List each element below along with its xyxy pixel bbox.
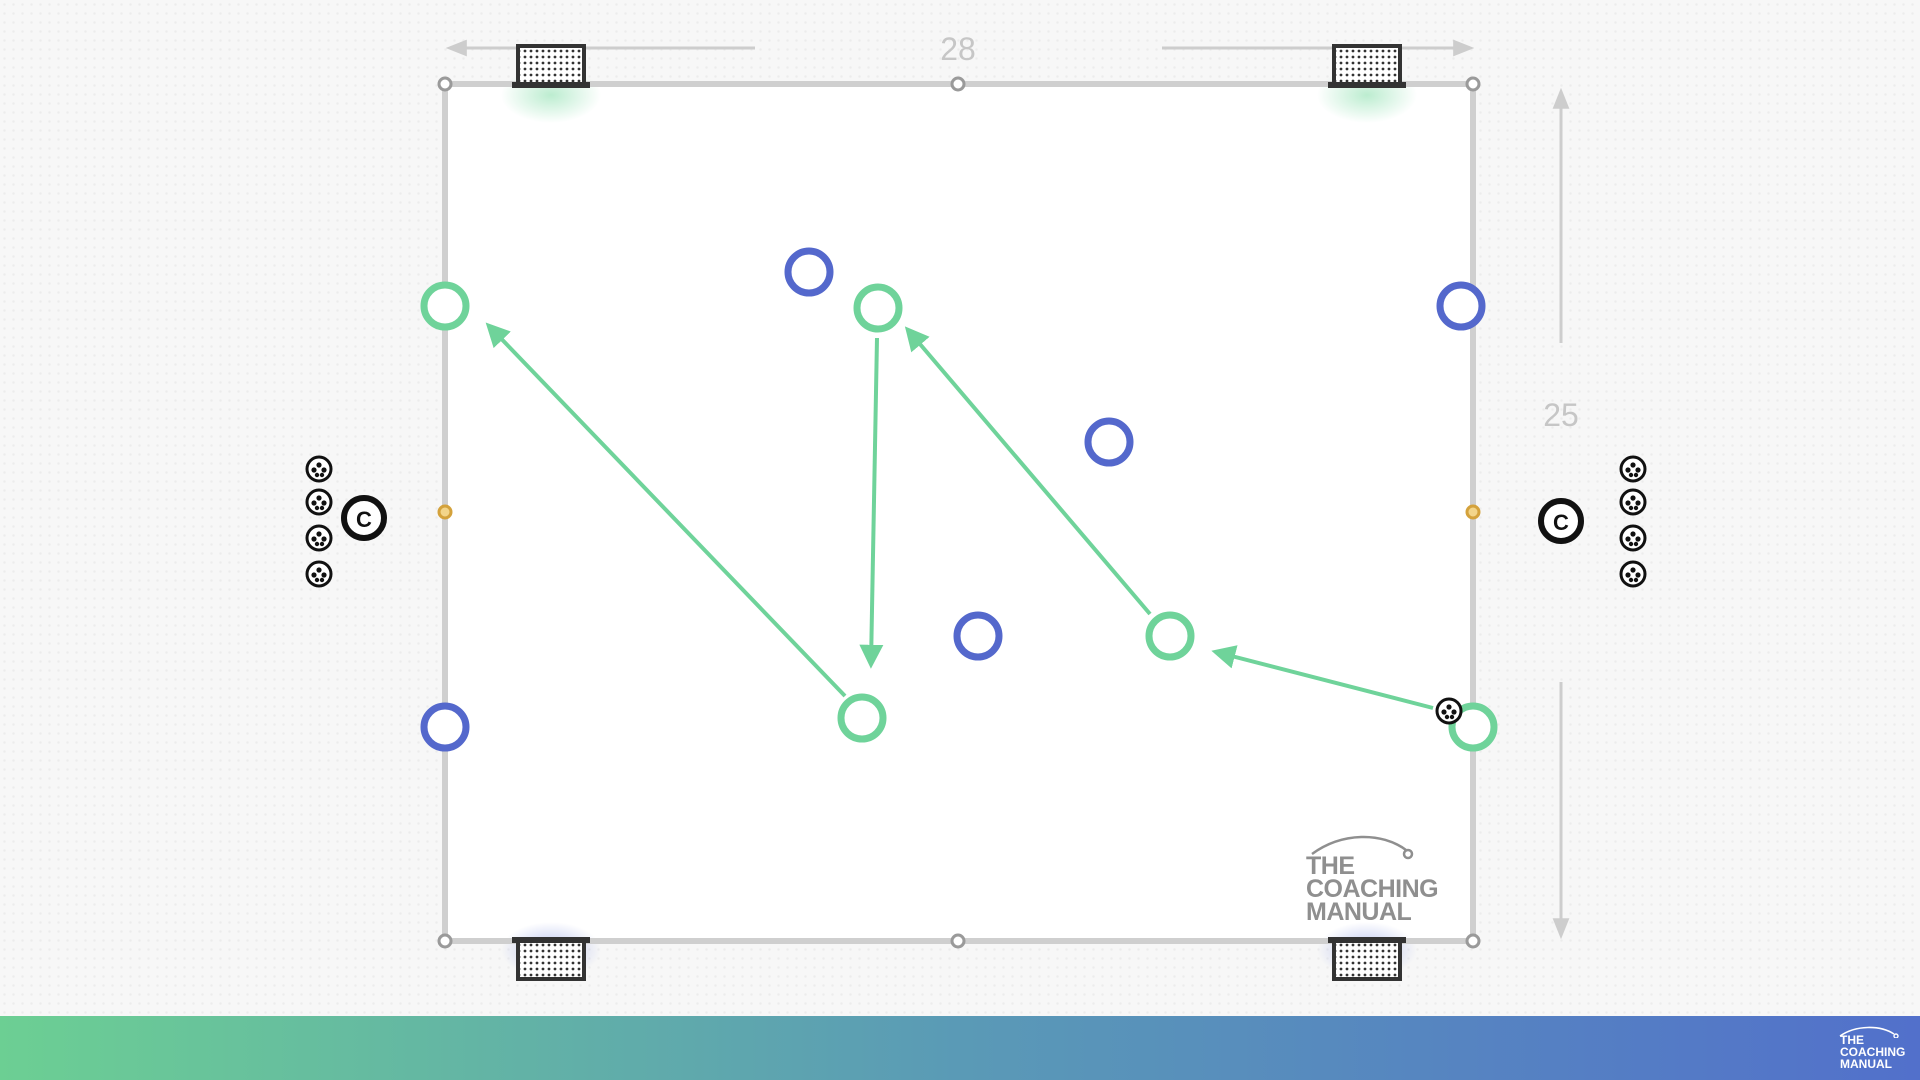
footer-logo-line-1: THE: [1840, 1033, 1864, 1047]
green-player: [420, 281, 470, 331]
pitch-canvas: 28 25: [305, 31, 1647, 981]
watermark-line-1: THE: [1306, 852, 1355, 880]
length-dimension-label: 25: [1543, 397, 1579, 433]
pass-arrow: [904, 326, 1152, 616]
corner-marker: [437, 76, 453, 92]
footer-logo-line-2: COACHING: [1840, 1045, 1906, 1059]
pass-arrow: [859, 337, 884, 669]
blue-player: [1436, 281, 1486, 331]
green-player: [837, 693, 887, 743]
coach-icon: C: [341, 495, 387, 541]
footer-bar: THE COACHING MANUAL: [0, 1016, 1920, 1080]
halfway-marker: [950, 933, 966, 949]
width-dimension-label: 28: [940, 31, 976, 67]
blue-player: [953, 611, 1003, 661]
blue-player: [1084, 417, 1134, 467]
ball-icon: [1619, 488, 1647, 516]
ball-icon: [1619, 524, 1647, 552]
pitch-surface: [445, 84, 1473, 941]
green-player: [853, 283, 903, 333]
side-marker: [1465, 504, 1481, 520]
watermark-line-2: COACHING: [1306, 875, 1439, 903]
footer-logo: THE COACHING MANUAL: [1834, 1024, 1910, 1074]
watermark-line-3: MANUAL: [1306, 898, 1412, 926]
pass-arrow: [485, 322, 847, 698]
corner-marker: [1465, 76, 1481, 92]
corner-marker: [1465, 933, 1481, 949]
coach-icon: C: [1538, 498, 1584, 544]
ball-icon: [305, 488, 333, 516]
coach-label: C: [1553, 510, 1569, 535]
green-player: [1448, 702, 1498, 752]
ball-icon: [305, 455, 333, 483]
logo-swoosh-icon: [1839, 1026, 1899, 1038]
ball-icon: [305, 524, 333, 552]
drill-diagram: 28 25: [305, 31, 1647, 981]
green-player: [1145, 611, 1195, 661]
halfway-marker: [950, 76, 966, 92]
blue-player: [420, 702, 470, 752]
coaching-manual-watermark: THE COACHING MANUAL: [1302, 835, 1462, 926]
ball-icon: [1435, 697, 1463, 725]
side-marker: [437, 504, 453, 520]
pass-arrow: [1211, 645, 1434, 710]
blue-player: [784, 247, 834, 297]
footer-logo-line-3: MANUAL: [1840, 1057, 1892, 1071]
mini-goal-top-right: [1328, 44, 1406, 88]
mini-goal-bottom-right: [1328, 937, 1406, 981]
logo-swoosh-icon: [1311, 835, 1414, 860]
ball-icon: [305, 560, 333, 588]
corner-marker: [437, 933, 453, 949]
mini-goal-bottom-left: [512, 937, 590, 981]
coach-label: C: [356, 507, 372, 532]
ball-icon: [1619, 455, 1647, 483]
mini-goal-top-left: [512, 44, 590, 88]
ball-icon: [1619, 560, 1647, 588]
